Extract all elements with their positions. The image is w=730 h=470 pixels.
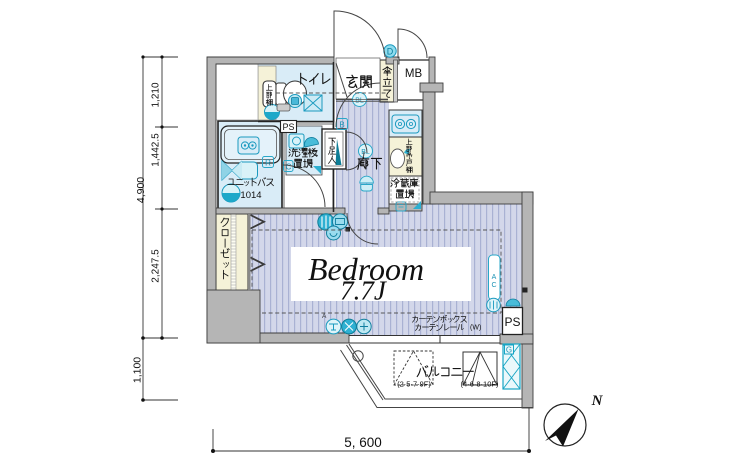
svg-text:(W): (W) bbox=[470, 325, 481, 332]
svg-text:A: A bbox=[492, 274, 497, 281]
svg-text:G: G bbox=[506, 346, 512, 355]
svg-text:(4·6·8·10F): (4·6·8·10F) bbox=[461, 380, 499, 389]
svg-text:1,442.5: 1,442.5 bbox=[151, 133, 162, 167]
svg-text:1,210: 1,210 bbox=[151, 82, 162, 107]
svg-text:(2·5·7·9F): (2·5·7·9F) bbox=[397, 380, 431, 389]
svg-text:C: C bbox=[491, 282, 496, 289]
svg-text:7.7J: 7.7J bbox=[340, 276, 388, 306]
svg-text:N: N bbox=[591, 393, 604, 409]
svg-text:BL: BL bbox=[355, 98, 364, 105]
svg-text:Bedroom: Bedroom bbox=[308, 251, 424, 287]
svg-text:1,100: 1,100 bbox=[132, 357, 144, 383]
svg-text:PS: PS bbox=[282, 122, 294, 132]
svg-text:5, 600: 5, 600 bbox=[344, 435, 382, 450]
svg-text:R: R bbox=[265, 159, 271, 168]
svg-text:C: C bbox=[286, 163, 292, 172]
svg-text:BL: BL bbox=[361, 149, 370, 156]
svg-text:MB: MB bbox=[405, 68, 423, 80]
svg-text:PS: PS bbox=[504, 315, 520, 329]
svg-text:A: A bbox=[322, 313, 327, 320]
svg-text:4,900: 4,900 bbox=[135, 177, 147, 203]
svg-text:2,247.5: 2,247.5 bbox=[151, 249, 162, 283]
svg-text:1014: 1014 bbox=[240, 190, 261, 201]
svg-text:D: D bbox=[387, 47, 394, 57]
svg-text:B: B bbox=[339, 121, 344, 130]
